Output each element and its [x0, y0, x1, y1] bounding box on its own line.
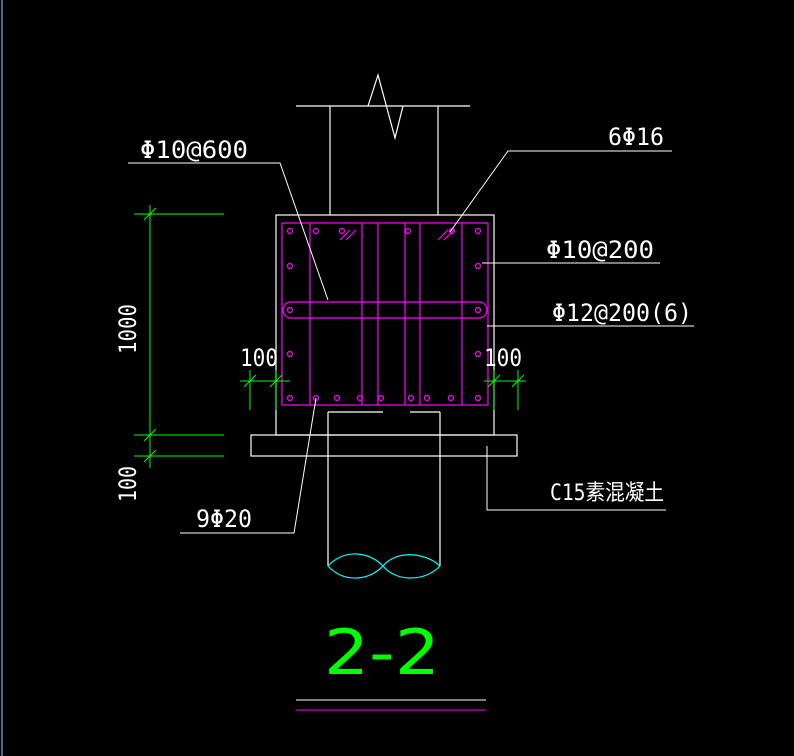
pile	[327, 411, 441, 579]
section-title: 2-2	[324, 616, 440, 689]
rebar-dot	[312, 227, 320, 235]
rebar-dot	[338, 227, 346, 235]
pile-break-symbol	[327, 553, 441, 579]
rebar-dot	[286, 394, 294, 402]
rebar-dot	[333, 394, 341, 402]
rebar-dot	[286, 227, 294, 235]
label-stirrup-top: Φ10@600	[140, 136, 248, 164]
outer-stirrup	[281, 222, 489, 406]
dimension-lines	[134, 205, 526, 468]
label-cushion: C15素混凝土	[550, 481, 664, 506]
break-line-symbol	[367, 72, 404, 141]
rebar-dot	[356, 394, 364, 402]
dim-cushion-thickness: 100	[114, 466, 142, 502]
rebar-dot	[286, 350, 294, 358]
rebar-dot	[286, 306, 294, 314]
rebar-dot	[407, 394, 415, 402]
rebar-dot	[474, 350, 482, 358]
label-ties: Φ12@200(6)	[552, 299, 692, 327]
rebar-dot	[377, 394, 385, 402]
rebar-dot	[474, 394, 482, 402]
rebar-dot	[474, 227, 482, 235]
rebar-dot	[474, 306, 482, 314]
rebar-dot	[447, 394, 455, 402]
cushion-layer	[250, 434, 518, 457]
leader-lines	[128, 150, 694, 534]
label-side-stirrup: Φ10@200	[546, 236, 654, 264]
rebar-bars	[286, 227, 482, 402]
column-above	[296, 72, 470, 215]
rebar-dot	[474, 262, 482, 270]
dim-height: 1000	[114, 304, 142, 354]
label-top-bars: 6Φ16	[608, 123, 664, 151]
rebar-dot	[404, 227, 412, 235]
horizontal-tie	[282, 301, 488, 319]
dim-cover-left: 100	[240, 344, 278, 372]
rebar-cage	[281, 222, 489, 406]
rebar-dot	[423, 394, 431, 402]
dim-cover-right: 100	[484, 344, 522, 372]
rebar-dot	[286, 262, 294, 270]
label-bottom-bars: 9Φ20	[196, 505, 252, 533]
pile-cap-outline	[275, 214, 495, 436]
